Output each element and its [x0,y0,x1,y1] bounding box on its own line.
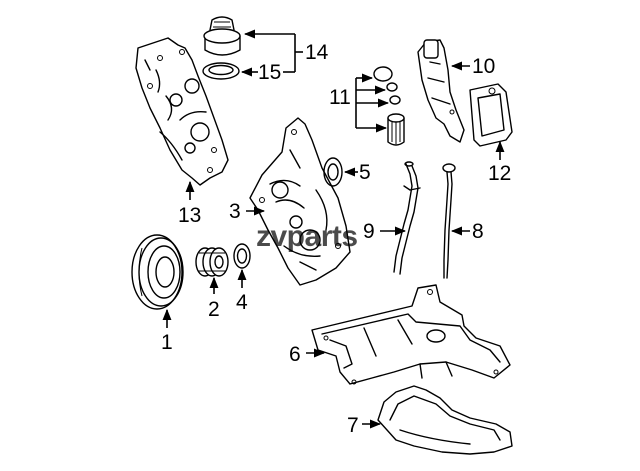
callout-1: 1 [161,308,173,354]
oil-filler-cap [203,16,241,56]
callout-label: 1 [161,331,173,354]
callout-14: 14 [243,29,329,72]
oil-pan-lower [377,385,513,455]
callout-label: 4 [236,291,248,314]
callout-label: 9 [363,220,375,243]
callout-label: 7 [347,414,359,437]
oil-filter-housing [417,39,465,143]
callout-7: 7 [347,414,382,437]
dipstick-tube [393,161,421,275]
callout-8: 8 [450,220,484,243]
timing-cover-rear [135,37,229,186]
callout-3: 3 [229,200,266,223]
callout-label: 13 [178,204,201,227]
timing-cover-front [249,117,351,286]
crankshaft-pulley [131,234,184,310]
callout-13: 13 [178,180,201,227]
callout-5: 5 [343,161,371,184]
callout-label: 14 [305,41,329,64]
callout-10: 10 [450,55,495,78]
callout-label: 11 [329,86,351,109]
callout-15: 15 [240,61,295,84]
callout-label: 15 [258,61,281,84]
oil-cooler-plate [469,83,513,147]
callout-12: 12 [488,140,511,185]
watermark-text: zvparts [256,220,358,253]
crankshaft-gear [195,247,229,277]
callout-label: 5 [359,161,371,184]
callout-4: 4 [236,268,248,314]
oil-filter-kit [373,66,405,146]
cap-seal-ring [202,62,240,80]
callout-9: 9 [363,220,407,243]
callout-label: 10 [472,55,495,78]
callout-label: 12 [488,162,511,185]
callout-label: 6 [289,343,301,366]
front-seal [323,157,343,187]
oil-dipstick [442,163,456,279]
callout-6: 6 [289,343,326,366]
callout-11: 11 [329,73,390,133]
callout-label: 3 [229,200,241,223]
callout-label: 8 [472,220,484,243]
callout-2: 2 [208,276,220,321]
oil-pan-upper [311,284,511,385]
crank-seal [233,243,251,269]
callout-label: 2 [208,298,220,321]
